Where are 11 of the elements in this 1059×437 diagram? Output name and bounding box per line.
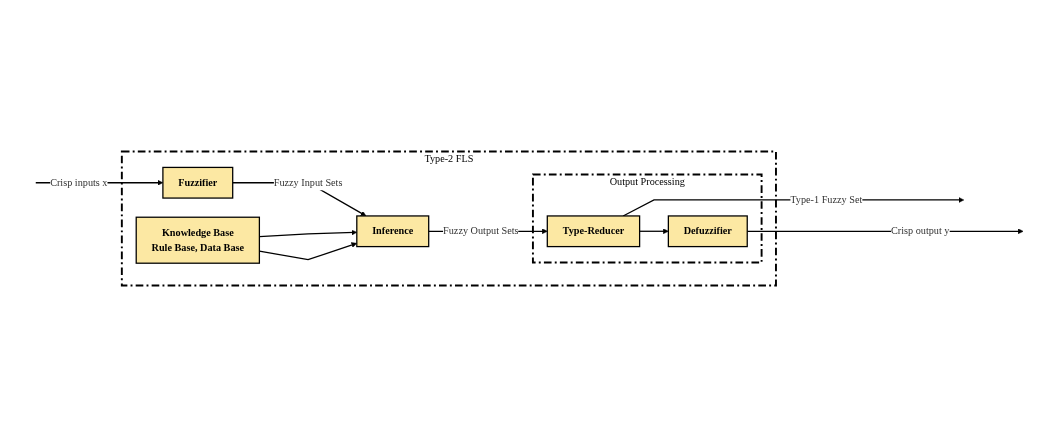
node-box: Fuzzifier bbox=[162, 166, 234, 199]
node-box: Defuzzifier bbox=[667, 215, 748, 248]
node-box: Inference bbox=[356, 215, 430, 248]
edge-label: Fuzzy Output Sets bbox=[443, 225, 519, 237]
edge-label: Fuzzy Input Sets bbox=[273, 176, 343, 188]
edge-label: Crisp output y bbox=[891, 225, 950, 237]
node-box: Type-Reducer bbox=[546, 215, 641, 248]
node-box: Knowledge Base Rule Base, Data Base bbox=[135, 216, 261, 264]
edge-label: Type-1 Fuzzy Set bbox=[790, 194, 863, 206]
edge-label: Crisp inputs x bbox=[50, 176, 108, 188]
arrow bbox=[639, 228, 669, 235]
